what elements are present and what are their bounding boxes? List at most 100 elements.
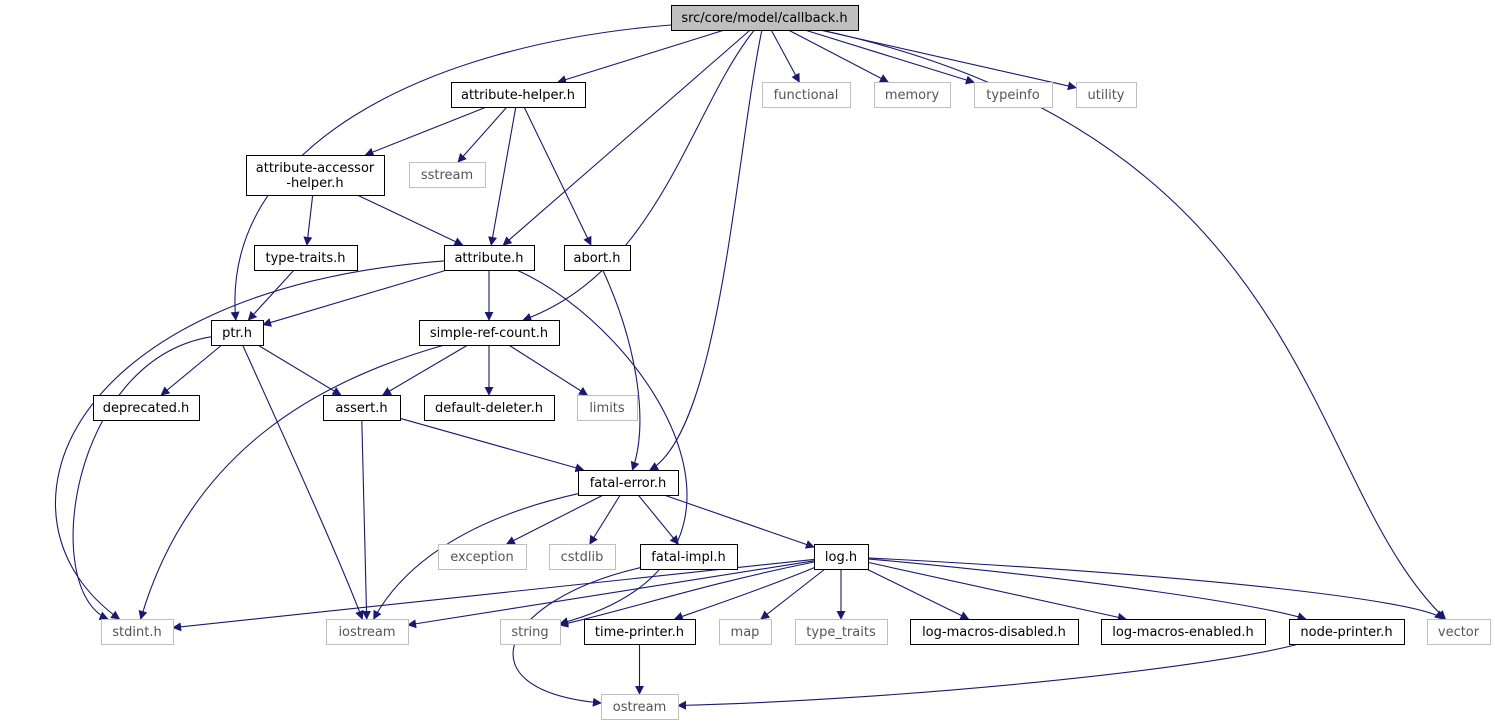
edge-attribute-helper-to-attribute [488, 106, 517, 246]
edge-log-to-node-printer [867, 558, 1307, 621]
edge-callback-to-attribute [502, 29, 751, 246]
node-box [814, 544, 869, 570]
node-time-printer[interactable]: time-printer.h [584, 619, 696, 645]
node-box [1427, 619, 1491, 645]
node-box [671, 5, 859, 31]
node-box [584, 619, 696, 645]
node-string: string [500, 619, 561, 645]
node-label: utility [1088, 88, 1125, 103]
node-abort[interactable]: abort.h [564, 245, 631, 271]
edge-simple-ref-count-to-assert [382, 344, 469, 396]
node-box [93, 395, 200, 421]
edge-fatal-error-to-log [663, 494, 815, 549]
node-type-traits-std: type_traits [795, 619, 888, 645]
edge-callback-to-functional [770, 29, 800, 83]
edge-ptr-to-deprecated [160, 344, 223, 396]
node-box [564, 245, 631, 271]
node-box [323, 395, 401, 421]
node-attribute[interactable]: attribute.h [444, 245, 535, 271]
node-fatal-impl[interactable]: fatal-impl.h [640, 544, 738, 570]
edge-fatal-error-to-cstdlib [589, 494, 621, 545]
edge-attribute-accessor-helper-to-attribute [356, 194, 464, 246]
edges-layer [54, 24, 1447, 710]
edge-log-to-log-macros-enabled [867, 561, 1127, 622]
node-label: attribute-helper.h [461, 88, 575, 103]
node-box [409, 162, 486, 188]
edge-log-to-string [559, 561, 815, 628]
edge-callback-to-attribute-helper [557, 29, 725, 84]
node-label: type-traits.h [266, 251, 346, 266]
edge-callback-to-memory [788, 29, 889, 83]
node-label: fatal-impl.h [651, 550, 725, 565]
node-callback[interactable]: src/core/model/callback.h [671, 5, 859, 31]
node-box [438, 544, 527, 570]
node-label: log-macros-disabled.h [922, 625, 1066, 640]
node-attribute-helper[interactable]: attribute-helper.h [451, 82, 586, 108]
node-box [578, 470, 679, 496]
edge-ptr-to-assert [257, 344, 342, 396]
edge-type-traits-h-to-ptr [247, 269, 295, 321]
edge-attribute-to-string [516, 269, 688, 626]
edge-attribute-helper-to-abort [523, 106, 592, 246]
edge-simple-ref-count-to-limits [508, 344, 589, 396]
edge-assert-to-fatal-error [399, 417, 585, 473]
edge-log-to-log-macros-disabled [866, 568, 970, 620]
node-fatal-error[interactable]: fatal-error.h [578, 470, 679, 496]
node-label: fatal-error.h [590, 476, 667, 491]
edge-attribute-to-ptr [262, 269, 448, 327]
node-label: memory [885, 88, 940, 103]
node-label: cstdlib [561, 550, 604, 565]
node-limits: limits [577, 395, 638, 421]
edge-fatal-error-to-fatal-impl [637, 494, 679, 545]
edge-callback-to-typeinfo [804, 29, 975, 85]
node-box [1101, 619, 1266, 645]
node-label: ostream [613, 700, 667, 715]
node-label: type_traits [806, 625, 876, 640]
node-vector: vector [1427, 619, 1491, 645]
node-label: node-printer.h [1300, 625, 1392, 640]
node-label: limits [589, 401, 625, 416]
edge-fatal-error-to-exception [505, 494, 604, 545]
node-label: sstream [421, 168, 473, 183]
node-label: iostream [338, 625, 395, 640]
node-box [246, 155, 385, 196]
edge-log-to-stdint [172, 558, 815, 632]
edge-assert-to-iostream [361, 419, 371, 620]
node-label: log.h [825, 550, 857, 565]
edge-log-to-iostream [407, 560, 815, 629]
node-type-traits-h[interactable]: type-traits.h [254, 245, 358, 271]
node-deprecated[interactable]: deprecated.h [93, 395, 200, 421]
edge-callback-to-vector [821, 29, 1447, 620]
edge-callback-to-ptr [230, 24, 672, 321]
nodes-layer: src/core/model/callback.h attribute-helpe… [93, 5, 1491, 720]
node-log-macros-disabled[interactable]: log-macros-disabled.h [910, 619, 1079, 645]
node-box [1076, 82, 1137, 108]
node-default-deleter[interactable]: default-deleter.h [424, 395, 555, 421]
node-log-macros-enabled[interactable]: log-macros-enabled.h [1101, 619, 1266, 645]
node-log[interactable]: log.h [814, 544, 869, 570]
node-node-printer[interactable]: node-printer.h [1289, 619, 1405, 645]
node-label: exception [450, 550, 514, 565]
node-attribute-accessor-helper[interactable]: attribute-accessor-helper.h [246, 155, 385, 196]
edge-callback-to-fatal-error [649, 29, 763, 471]
node-assert[interactable]: assert.h [323, 395, 401, 421]
node-ptr[interactable]: ptr.h [211, 320, 264, 346]
edge-log-to-time-printer [673, 567, 815, 621]
node-exception: exception [438, 544, 527, 570]
edge-attribute-accessor-helper-to-type-traits-h [303, 194, 314, 246]
edge-simple-ref-count-to-stdint [138, 344, 445, 620]
node-functional: functional [762, 82, 851, 108]
node-box [254, 245, 358, 271]
node-box [762, 82, 851, 108]
node-simple-ref-count[interactable]: simple-ref-count.h [419, 320, 560, 346]
node-label: deprecated.h [103, 401, 189, 416]
node-label: vector [1438, 625, 1480, 640]
node-box [1289, 619, 1405, 645]
edge-attribute-to-stdint [54, 260, 445, 620]
node-label: default-deleter.h [435, 401, 543, 416]
node-label: abort.h [574, 251, 621, 266]
node-box [451, 82, 586, 108]
node-box [874, 82, 951, 108]
node-label: typeinfo [986, 88, 1039, 103]
